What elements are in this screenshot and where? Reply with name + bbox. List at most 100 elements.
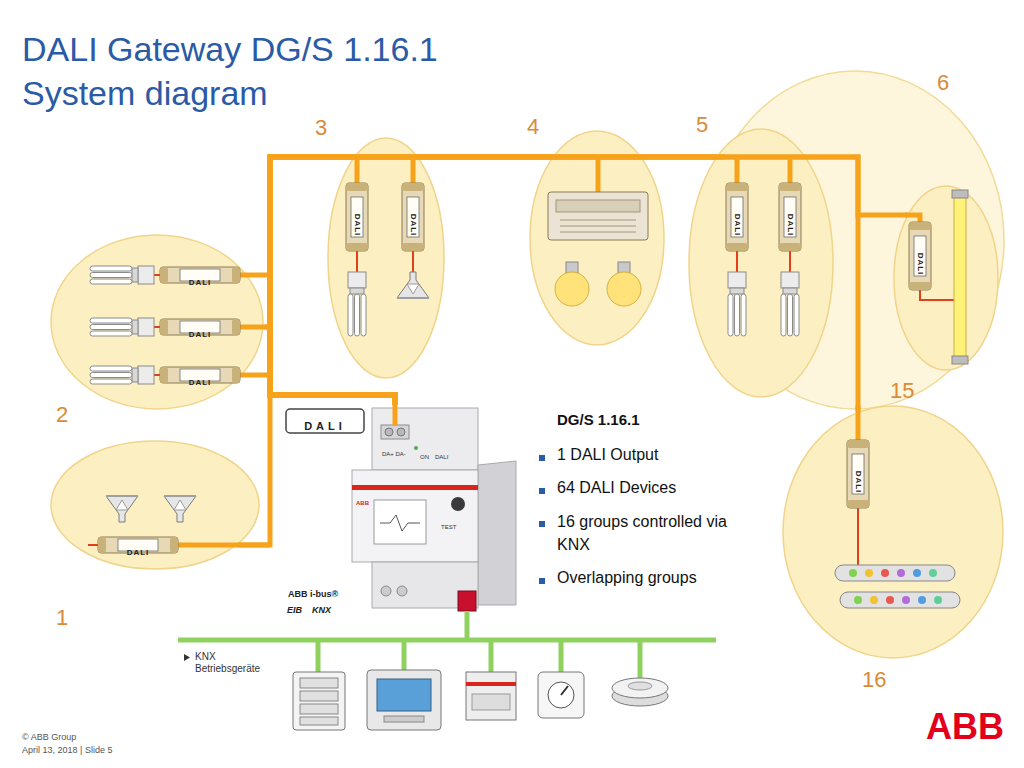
use-shape	[909, 222, 931, 290]
group-ellipse	[51, 441, 259, 569]
lamp-group: 16	[782, 405, 1004, 659]
text-holder: © ABB Group	[22, 726, 76, 744]
group-number: 4	[527, 114, 539, 139]
path-shape	[736, 251, 738, 272]
rect-shape	[952, 190, 968, 198]
indicator-label: ON	[420, 454, 429, 461]
indicator-label: DALI	[435, 454, 448, 461]
bus-label: KNX Betriebsgeräte	[195, 651, 280, 675]
text-holder: KNX Betriebsgeräte	[195, 651, 280, 676]
path-shape	[154, 326, 160, 328]
use-shape	[106, 496, 138, 522]
group-number: 2	[56, 402, 68, 427]
bullet-marks	[539, 455, 545, 584]
rect-shape	[300, 691, 338, 701]
logo-text: EIB	[287, 605, 302, 615]
ellipse-shape	[612, 678, 668, 698]
use-shape	[346, 183, 368, 251]
ballast-label: DALI	[733, 214, 741, 237]
text-holder: ABB	[926, 706, 1004, 747]
path-shape	[356, 251, 358, 272]
group-number: 5	[696, 112, 708, 137]
group-ellipse	[783, 406, 1003, 658]
text-holder: 6	[937, 70, 949, 95]
path-shape	[559, 640, 564, 672]
rect-shape	[538, 672, 584, 718]
rect-shape	[539, 488, 545, 494]
use-shape	[835, 565, 955, 581]
text-holder: 3	[315, 115, 327, 140]
dali-ballasts	[98, 183, 931, 553]
path-shape	[154, 274, 160, 276]
path-shape	[857, 508, 859, 565]
housing-part	[397, 428, 405, 436]
text-holder: TEST	[441, 515, 456, 533]
use-shape	[90, 366, 154, 384]
housing-part	[397, 586, 407, 596]
housing-part	[352, 470, 478, 562]
ballast-label: DALI	[786, 214, 794, 237]
group-outline	[327, 137, 445, 379]
path-shape	[178, 543, 270, 548]
feature-bullet: 16 groups controlled via KNX	[557, 510, 752, 556]
housing-part	[458, 591, 476, 611]
path-shape	[88, 544, 98, 546]
logo-text: KNX	[312, 605, 331, 615]
brand-label: ABB	[356, 500, 369, 507]
rect-shape	[556, 200, 640, 212]
path-shape	[561, 686, 568, 695]
page-title: DALI Gateway DG/S 1.16.1	[22, 30, 438, 69]
use-shape	[348, 272, 366, 336]
group-ellipse	[530, 131, 664, 345]
footer-text: April 13, 2018 | Slide 5	[22, 745, 112, 755]
rect-shape	[286, 409, 364, 433]
rect-shape	[300, 717, 338, 725]
use-shape	[164, 496, 196, 522]
text-holder: 1	[56, 605, 68, 630]
housing-part	[374, 500, 426, 544]
path-shape	[240, 325, 270, 330]
dali-bus-line	[238, 395, 395, 545]
dali-gateway: DA+ DA- ON DALI TEST ABB	[340, 405, 522, 613]
group-ellipse	[894, 186, 998, 370]
rect-shape	[367, 670, 441, 730]
path-shape	[240, 273, 270, 278]
rect-shape	[952, 356, 968, 364]
rect-shape	[548, 192, 648, 240]
use-shape	[781, 272, 799, 336]
terminal-label: DA+ DA-	[382, 451, 406, 458]
feature-bullet: 64 DALI Devices	[557, 479, 676, 497]
group-number: 16	[862, 667, 886, 692]
housing-part	[451, 497, 465, 511]
rect-shape	[377, 679, 431, 711]
housing-part	[381, 586, 391, 596]
rect-shape	[472, 694, 510, 710]
housing-part	[352, 485, 478, 490]
lamps	[90, 190, 968, 608]
ballast-label: DALI	[353, 214, 361, 237]
feature-bullet: 1 DALI Output	[557, 446, 658, 464]
housing-part	[478, 461, 516, 605]
ballast-label: DALI	[854, 471, 862, 494]
rect-shape	[293, 672, 345, 730]
path-shape	[316, 640, 321, 672]
text-holder: Overlapping groups	[557, 569, 697, 587]
path-shape	[788, 157, 793, 183]
housing-part	[372, 408, 478, 470]
text-holder: ABB	[356, 491, 369, 509]
use-shape	[90, 266, 154, 284]
rect-shape	[954, 195, 966, 360]
dali-bus-line	[270, 157, 716, 405]
use-shape	[90, 318, 154, 336]
path-shape	[411, 157, 416, 183]
dali-bus-line	[270, 157, 907, 405]
ballast-label: DALI	[189, 379, 212, 387]
company-logo: ABB	[926, 706, 1004, 747]
text-holder: 16	[862, 667, 886, 692]
text-holder: DA+ DA-	[382, 442, 406, 460]
text-holder: ABB i-bus®	[288, 583, 338, 601]
group-number: 6	[937, 70, 949, 95]
rect-shape	[539, 521, 545, 527]
ballast-label: DALI	[127, 549, 150, 557]
